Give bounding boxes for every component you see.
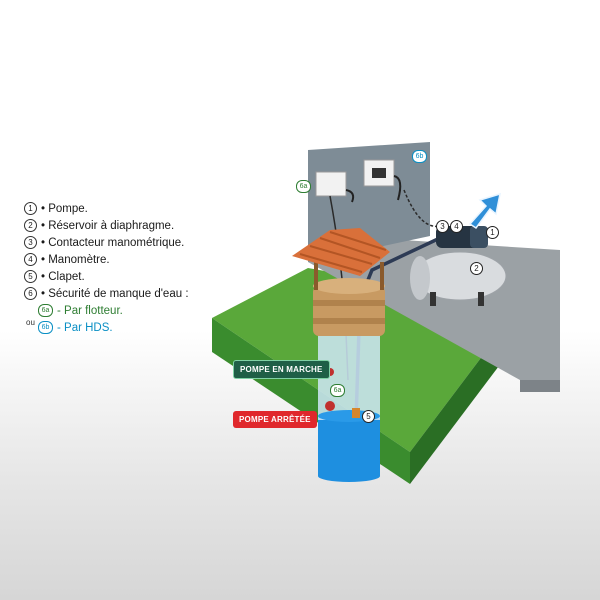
outlet-arrow (468, 192, 501, 230)
floor-edge (520, 380, 560, 392)
legend-sub-flotteur: 6a - Par flotteur. (38, 302, 189, 319)
tag-6b: 6b (38, 321, 53, 334)
legend-sub-flotteur-text: - Par flotteur. (57, 304, 123, 317)
check-valve (352, 408, 360, 418)
legend-text-2: • Réservoir à diaphragme. (41, 219, 175, 232)
legend: 1 • Pompe. 2 • Réservoir à diaphragme. 3… (24, 200, 189, 336)
legend-item-securite: 6 • Sécurité de manque d'eau : (24, 285, 189, 302)
legend-text-6: • Sécurité de manque d'eau : (41, 287, 189, 300)
legend-number-2: 2 (24, 219, 37, 232)
legend-number-6: 6 (24, 287, 37, 300)
legend-text-4: • Manomètre. (41, 253, 110, 266)
diagram-label-6b-panel: 6b (412, 150, 427, 163)
callout-pompe-en-marche: POMPE EN MARCHE (233, 360, 330, 379)
legend-item-manometre: 4 • Manomètre. (24, 251, 189, 268)
callout-pompe-arretee: POMPE ARRÊTÉE (233, 411, 317, 428)
diagram-label-6a-panel: 6a (296, 180, 311, 193)
legend-sub-hds: 6b - Par HDS. (38, 319, 189, 336)
well-water (318, 416, 380, 476)
diagram-label-6a-well: 6a (330, 384, 345, 397)
diagram-label-2: 2 (470, 262, 483, 275)
legend-number-4: 4 (24, 253, 37, 266)
legend-text-5: • Clapet. (41, 270, 85, 283)
legend-item-contacteur: 3 • Contacteur manométrique. (24, 234, 189, 251)
control-box-6a (315, 171, 347, 197)
diagram-label-4: 4 (450, 220, 463, 233)
legend-item-pompe: 1 • Pompe. (24, 200, 189, 217)
legend-ou: ou (26, 318, 35, 327)
diagram-label-1: 1 (486, 226, 499, 239)
legend-item-reservoir: 2 • Réservoir à diaphragme. (24, 217, 189, 234)
legend-text-3: • Contacteur manométrique. (41, 236, 185, 249)
legend-number-5: 5 (24, 270, 37, 283)
legend-number-1: 1 (24, 202, 37, 215)
tag-6a: 6a (38, 304, 53, 317)
legend-sub-hds-text: - Par HDS. (57, 321, 113, 334)
well-roof (292, 228, 390, 276)
diagram-label-3: 3 (436, 220, 449, 233)
legend-number-3: 3 (24, 236, 37, 249)
legend-item-clapet: 5 • Clapet. (24, 268, 189, 285)
legend-text-1: • Pompe. (41, 202, 88, 215)
diagram-label-5: 5 (362, 410, 375, 423)
